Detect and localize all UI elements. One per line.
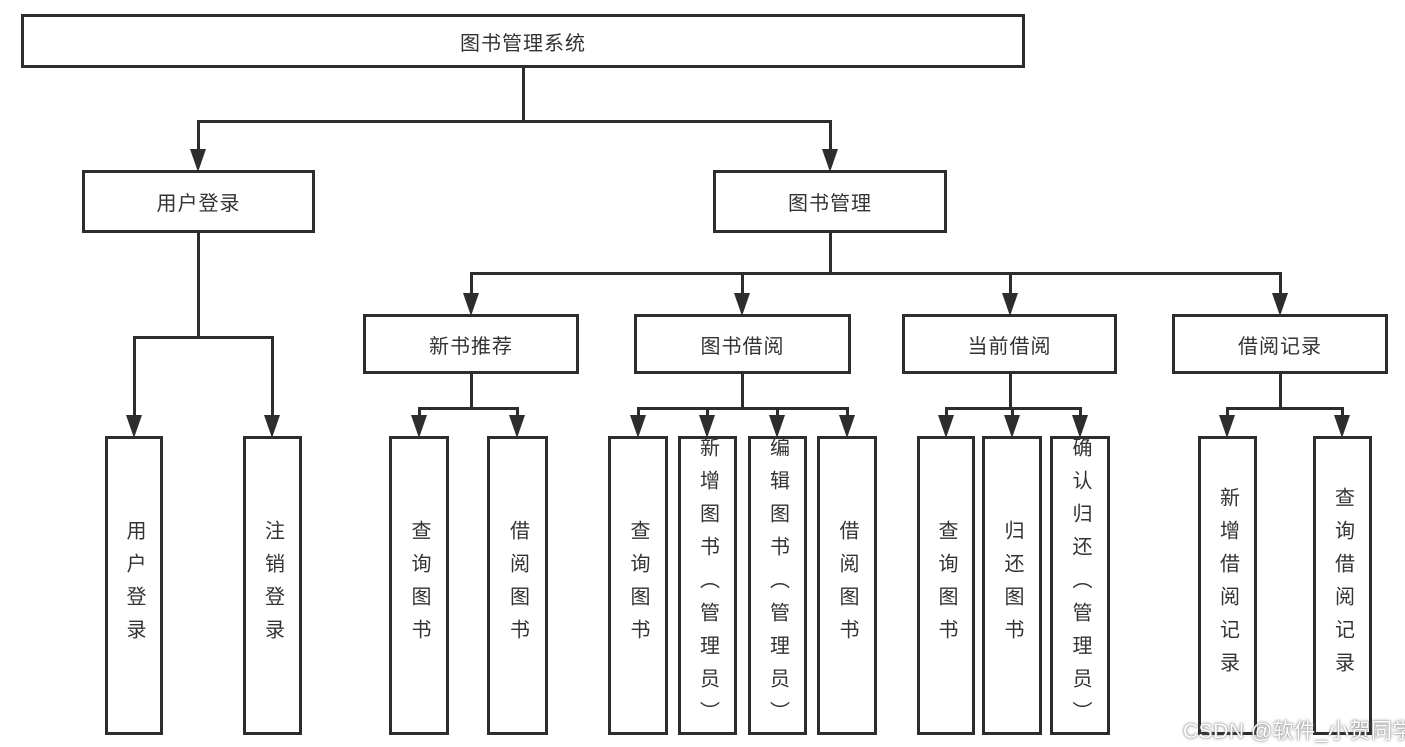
node-label: 用户登录: [123, 519, 145, 652]
connector-line: [470, 374, 473, 407]
arrowhead-down-icon: [822, 149, 838, 172]
node-current-borrow: 当前借阅: [902, 314, 1117, 374]
node-current-query-books: 查询图书: [917, 436, 975, 735]
node-label: 新书推荐: [429, 335, 513, 358]
node-label: 查询图书: [935, 519, 957, 652]
connector-line: [271, 336, 274, 417]
connector-line: [741, 272, 744, 295]
node-borrow-lend-books: 借阅图书: [817, 436, 877, 735]
arrowhead-down-icon: [411, 415, 427, 438]
arrowhead-down-icon: [1004, 415, 1020, 438]
arrowhead-down-icon: [734, 293, 750, 316]
arrowhead-down-icon: [1002, 293, 1018, 316]
node-records-add-record: 新增借阅记录: [1198, 436, 1257, 735]
node-records-query-record: 查询借阅记录: [1313, 436, 1372, 735]
connector-line: [829, 120, 832, 153]
arrowhead-down-icon: [509, 415, 525, 438]
connector-line: [1226, 407, 1343, 410]
node-label: 查询图书: [408, 519, 430, 652]
node-user-login: 用户登录: [105, 436, 163, 735]
arrowhead-down-icon: [630, 415, 646, 438]
arrowhead-down-icon: [126, 415, 142, 438]
node-recommend-borrow-books: 借阅图书: [487, 436, 548, 735]
node-borrow-query-books: 查询图书: [608, 436, 668, 735]
arrowhead-down-icon: [938, 415, 954, 438]
connector-line: [1009, 374, 1012, 407]
connector-line: [418, 407, 421, 417]
connector-line: [197, 120, 200, 153]
node-recommend-query-books: 查询图书: [389, 436, 449, 735]
node-label: 注销登录: [261, 519, 284, 652]
connector-line: [470, 272, 473, 295]
node-book-management: 图书管理: [713, 170, 947, 233]
connector-line: [1341, 407, 1344, 417]
connector-line: [1011, 407, 1014, 417]
node-user-login-group: 用户登录: [82, 170, 315, 233]
connector-line: [197, 233, 200, 336]
arrowhead-down-icon: [1219, 415, 1235, 438]
arrowhead-down-icon: [1272, 293, 1288, 316]
connector-line: [197, 120, 832, 123]
node-book-borrow: 图书借阅: [634, 314, 851, 374]
connector-line: [637, 407, 640, 417]
node-logout: 注销登录: [243, 436, 302, 735]
arrowhead-down-icon: [699, 415, 715, 438]
arrowhead-down-icon: [1072, 415, 1088, 438]
node-current-return-books: 归还图书: [982, 436, 1042, 735]
node-borrow-records: 借阅记录: [1172, 314, 1388, 374]
connector-line: [945, 407, 948, 417]
node-label: 当前借阅: [967, 335, 1052, 358]
node-current-confirm-return-admin: 确认归还（管理员）: [1050, 436, 1110, 735]
connector-line: [522, 68, 525, 120]
connector-line: [1279, 272, 1282, 295]
node-borrow-add-books-admin: 新增图书（管理员）: [678, 436, 737, 735]
connector-line: [706, 407, 709, 417]
node-label: 新增图书（管理员）: [696, 437, 719, 734]
connector-line: [470, 272, 1282, 275]
node-label: 编辑图书（管理员）: [766, 437, 789, 734]
connector-line: [1279, 374, 1282, 407]
arrowhead-down-icon: [190, 149, 206, 172]
connector-line: [741, 374, 744, 407]
node-label: 归还图书: [1001, 519, 1023, 652]
csdn-watermark: CSDN @软件_小贺同学: [1183, 720, 1405, 743]
connector-line: [829, 233, 832, 272]
connector-line: [776, 407, 779, 417]
node-label: 借阅记录: [1238, 335, 1322, 358]
node-label: 借阅图书: [506, 519, 529, 652]
arrowhead-down-icon: [264, 415, 280, 438]
node-label: 图书管理系统: [460, 32, 586, 55]
connector-line: [133, 336, 274, 339]
node-label: 借阅图书: [836, 519, 858, 652]
arrowhead-down-icon: [463, 293, 479, 316]
node-root-system: 图书管理系统: [21, 14, 1025, 68]
node-label: 新增借阅记录: [1216, 486, 1239, 685]
node-label: 确认归还（管理员）: [1069, 437, 1091, 734]
arrowhead-down-icon: [1334, 415, 1350, 438]
node-borrow-edit-books-admin: 编辑图书（管理员）: [748, 436, 807, 735]
connector-line: [846, 407, 849, 417]
node-new-book-recommend: 新书推荐: [363, 314, 579, 374]
connector-line: [516, 407, 519, 417]
connector-line: [133, 336, 136, 417]
connector-line: [1226, 407, 1229, 417]
connector-line: [1079, 407, 1082, 417]
node-label: 图书管理: [788, 193, 872, 215]
connector-line: [1009, 272, 1012, 295]
node-label: 图书借阅: [700, 335, 785, 358]
node-label: 查询借阅记录: [1331, 486, 1354, 685]
node-label: 用户登录: [156, 193, 241, 215]
arrowhead-down-icon: [839, 415, 855, 438]
node-label: 查询图书: [627, 519, 649, 652]
arrowhead-down-icon: [769, 415, 785, 438]
connector-line: [637, 407, 848, 410]
connector-line: [418, 407, 519, 410]
